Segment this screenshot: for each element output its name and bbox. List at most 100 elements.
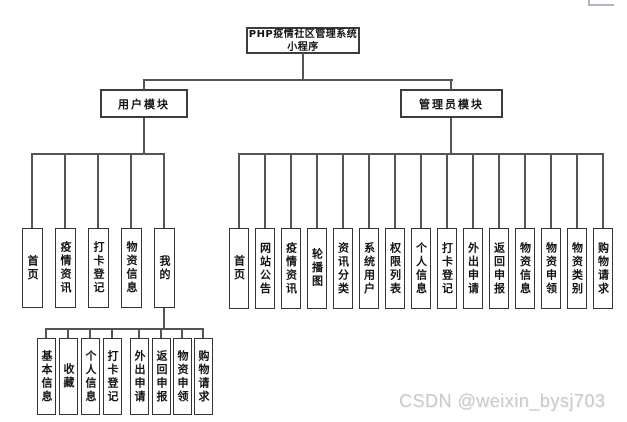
root-node: PHP疫情社区管理系统 小程序 (246, 27, 360, 54)
connector-line (450, 118, 452, 154)
leaf-node-my-return-report: 返回申报 (152, 338, 171, 415)
connector-line (163, 308, 165, 329)
connector-line (290, 153, 292, 228)
leaf-label: 我的 (158, 254, 171, 282)
leaf-label: 疫情资讯 (284, 241, 298, 296)
leaf-node-user-mine: 我的 (154, 228, 175, 308)
module-node-user-label: 用户模块 (118, 97, 170, 111)
leaf-node-admin-shopping-request: 购物请求 (593, 228, 613, 309)
connector-line (143, 118, 145, 154)
connector-line (111, 328, 113, 338)
leaf-node-admin-system-users: 系统用户 (359, 228, 379, 309)
root-node-label-line2: 小程序 (287, 41, 319, 53)
leaf-label: 返回申报 (492, 241, 506, 296)
leaf-node-admin-site-notice: 网站公告 (255, 228, 275, 309)
leaf-node-admin-supplies-category: 物资类别 (567, 228, 587, 309)
leaf-label: 网站公告 (258, 241, 272, 296)
leaf-node-admin-outing-request: 外出申请 (463, 228, 483, 309)
cropped-edge-artifact (588, 4, 614, 6)
connector-line (368, 153, 370, 228)
connector-line (45, 328, 47, 338)
connector-line (130, 153, 132, 228)
leaf-label: 购物请求 (197, 349, 210, 404)
connector-line (342, 153, 344, 228)
connector-line (238, 153, 240, 228)
leaf-node-admin-permission-list: 权限列表 (385, 228, 405, 309)
leaf-label: 收藏 (62, 363, 75, 390)
leaf-label: 权限列表 (388, 241, 402, 296)
connector-line (31, 153, 33, 228)
leaf-label: 打卡登记 (92, 241, 105, 295)
leaf-node-admin-news-category: 资讯分类 (333, 228, 353, 309)
leaf-label: 系统用户 (362, 241, 376, 296)
connector-line (316, 153, 318, 228)
leaf-node-user-epidemic-news: 疫情资讯 (55, 228, 76, 308)
connector-line (472, 153, 474, 228)
connector-line (67, 328, 69, 338)
leaf-label: 打卡登记 (440, 241, 454, 296)
connector-line (97, 153, 99, 228)
leaf-node-admin-return-report: 返回申报 (489, 228, 509, 309)
leaf-node-user-supplies-info: 物资信息 (121, 228, 142, 308)
leaf-label: 外出申请 (466, 241, 480, 296)
connector-line (89, 328, 91, 338)
leaf-label: 物资信息 (125, 241, 138, 295)
csdn-watermark: CSDN @weixin_bysj703 (399, 391, 606, 411)
connector-line (64, 153, 66, 228)
leaf-node-my-personal-info: 个人信息 (81, 338, 100, 415)
connector-line (302, 53, 304, 80)
leaf-node-admin-home: 首页 (229, 228, 249, 309)
cropped-edge-artifact (588, 0, 590, 6)
leaf-label: 首页 (26, 254, 39, 282)
leaf-node-my-basic-info: 基本信息 (37, 338, 56, 415)
connector-line (524, 153, 526, 228)
leaf-node-my-outing-request: 外出申请 (130, 338, 149, 415)
leaf-label: 轮播图 (310, 248, 324, 289)
leaf-label: 基本信息 (40, 349, 53, 404)
leaf-label: 打卡登记 (106, 349, 119, 404)
leaf-node-admin-carousel: 轮播图 (307, 228, 327, 309)
leaf-node-admin-checkin: 打卡登记 (437, 228, 457, 309)
leaf-node-admin-supplies-claim: 物资申领 (541, 228, 561, 309)
connector-line (498, 153, 500, 228)
root-node-label-line1: PHP疫情社区管理系统 (248, 28, 358, 40)
leaf-node-admin-epidemic-news: 疫情资讯 (281, 228, 301, 309)
leaf-label: 个人信息 (84, 349, 97, 404)
connector-line (202, 328, 204, 338)
connector-line (163, 153, 165, 228)
connector-line (160, 328, 162, 338)
connector-line (602, 153, 604, 228)
leaf-label: 物资申领 (544, 241, 558, 296)
leaf-label: 首页 (232, 255, 246, 282)
leaf-label: 资讯分类 (336, 241, 350, 296)
leaf-label: 购物请求 (596, 241, 610, 296)
leaf-node-my-checkin: 打卡登记 (103, 338, 122, 415)
leaf-node-my-supplies-claim: 物资申领 (173, 338, 192, 415)
connector-line (576, 153, 578, 228)
leaf-label: 返回申报 (155, 349, 168, 404)
leaf-node-my-shopping-request: 购物请求 (194, 338, 213, 415)
connector-line (45, 328, 204, 330)
connector-line (264, 153, 266, 228)
module-node-user: 用户模块 (100, 89, 188, 118)
leaf-label: 疫情资讯 (59, 241, 72, 295)
leaf-label: 物资类别 (570, 241, 584, 296)
connector-line (550, 153, 552, 228)
connector-line (143, 80, 145, 90)
leaf-node-user-home: 首页 (22, 228, 43, 308)
connector-line (420, 153, 422, 228)
leaf-label: 物资申领 (176, 349, 189, 404)
connector-line (138, 328, 140, 338)
module-node-admin-label: 管理员模块 (419, 97, 484, 111)
leaf-node-my-favorites: 收藏 (59, 338, 78, 415)
connector-line (446, 153, 448, 228)
module-node-admin: 管理员模块 (400, 89, 503, 118)
leaf-node-user-checkin: 打卡登记 (88, 228, 109, 308)
connector-line (394, 153, 396, 228)
leaf-node-admin-supplies-info: 物资信息 (515, 228, 535, 309)
connector-line (450, 80, 452, 90)
leaf-label: 个人信息 (414, 241, 428, 296)
connector-line (181, 328, 183, 338)
connector-line (143, 79, 453, 81)
